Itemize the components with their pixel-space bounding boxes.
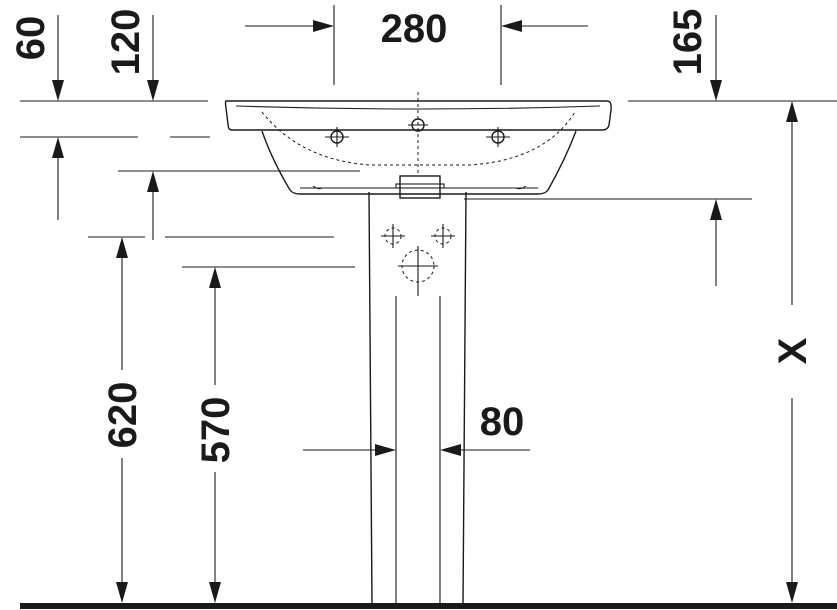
dimension-570: 570 (194, 397, 238, 464)
pedestal (368, 191, 467, 605)
dimension-165: 165 (666, 9, 710, 76)
dimension-x: X (771, 337, 815, 364)
dimension-620: 620 (101, 382, 145, 449)
dimension-120: 120 (104, 9, 148, 76)
dimension-80: 80 (480, 400, 525, 444)
dimension-lines (52, 15, 798, 603)
washbasin (224, 92, 612, 199)
dimension-60: 60 (9, 16, 53, 61)
dimension-280: 280 (381, 7, 448, 51)
floor-line (20, 603, 837, 609)
extension-lines (20, 5, 837, 268)
